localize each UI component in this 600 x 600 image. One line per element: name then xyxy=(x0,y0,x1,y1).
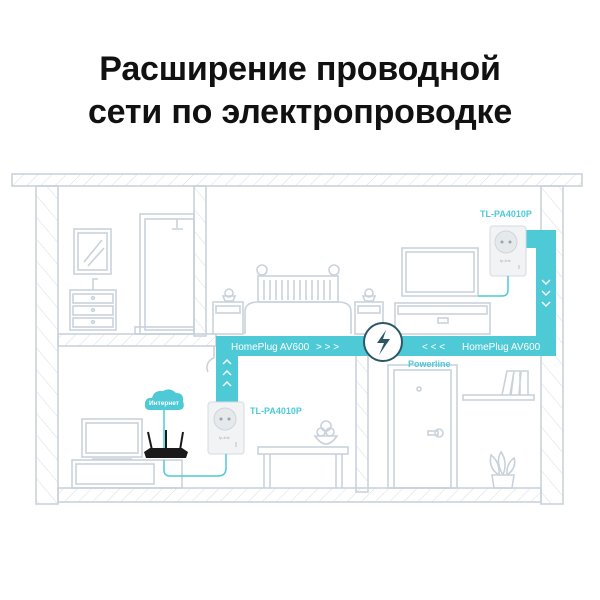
lower-powerline-adapter: tp-link xyxy=(163,401,245,477)
down-arrows-icon xyxy=(541,279,551,307)
router-icon xyxy=(144,430,188,458)
ground-floor xyxy=(57,487,542,503)
middle-floor xyxy=(57,333,217,347)
right-link-label: HomePlug AV600 xyxy=(462,342,541,353)
svg-text:tp-link: tp-link xyxy=(219,435,230,440)
roof-slab xyxy=(11,173,583,187)
powerline-bolt-icon xyxy=(363,322,403,362)
svg-text:tp-link: tp-link xyxy=(500,258,511,263)
right-link-arrows: < < < xyxy=(422,342,445,353)
internet-cloud-label: Интернет xyxy=(149,400,179,407)
upper-powerline-adapter: tp-link xyxy=(478,225,527,297)
page-title: Расширение проводной сети по электропров… xyxy=(0,48,600,134)
left-wall xyxy=(35,185,59,505)
lower-adapter-model: TL-PA4010P xyxy=(250,406,302,416)
upper-partition xyxy=(193,185,207,337)
left-link-label: HomePlug AV600 xyxy=(231,342,310,353)
title-line-1: Расширение проводной xyxy=(99,50,501,88)
internet-cloud-icon xyxy=(144,389,184,450)
powerline-path xyxy=(216,230,556,404)
title-line-2: сети по электропроводке xyxy=(87,93,513,131)
upper-adapter-model: TL-PA4010P xyxy=(480,209,532,219)
lower-partition xyxy=(355,345,369,493)
left-link-arrows: > > > xyxy=(316,342,339,353)
up-arrows-icon xyxy=(222,359,232,387)
powerline-caption: Powerline xyxy=(408,359,451,369)
